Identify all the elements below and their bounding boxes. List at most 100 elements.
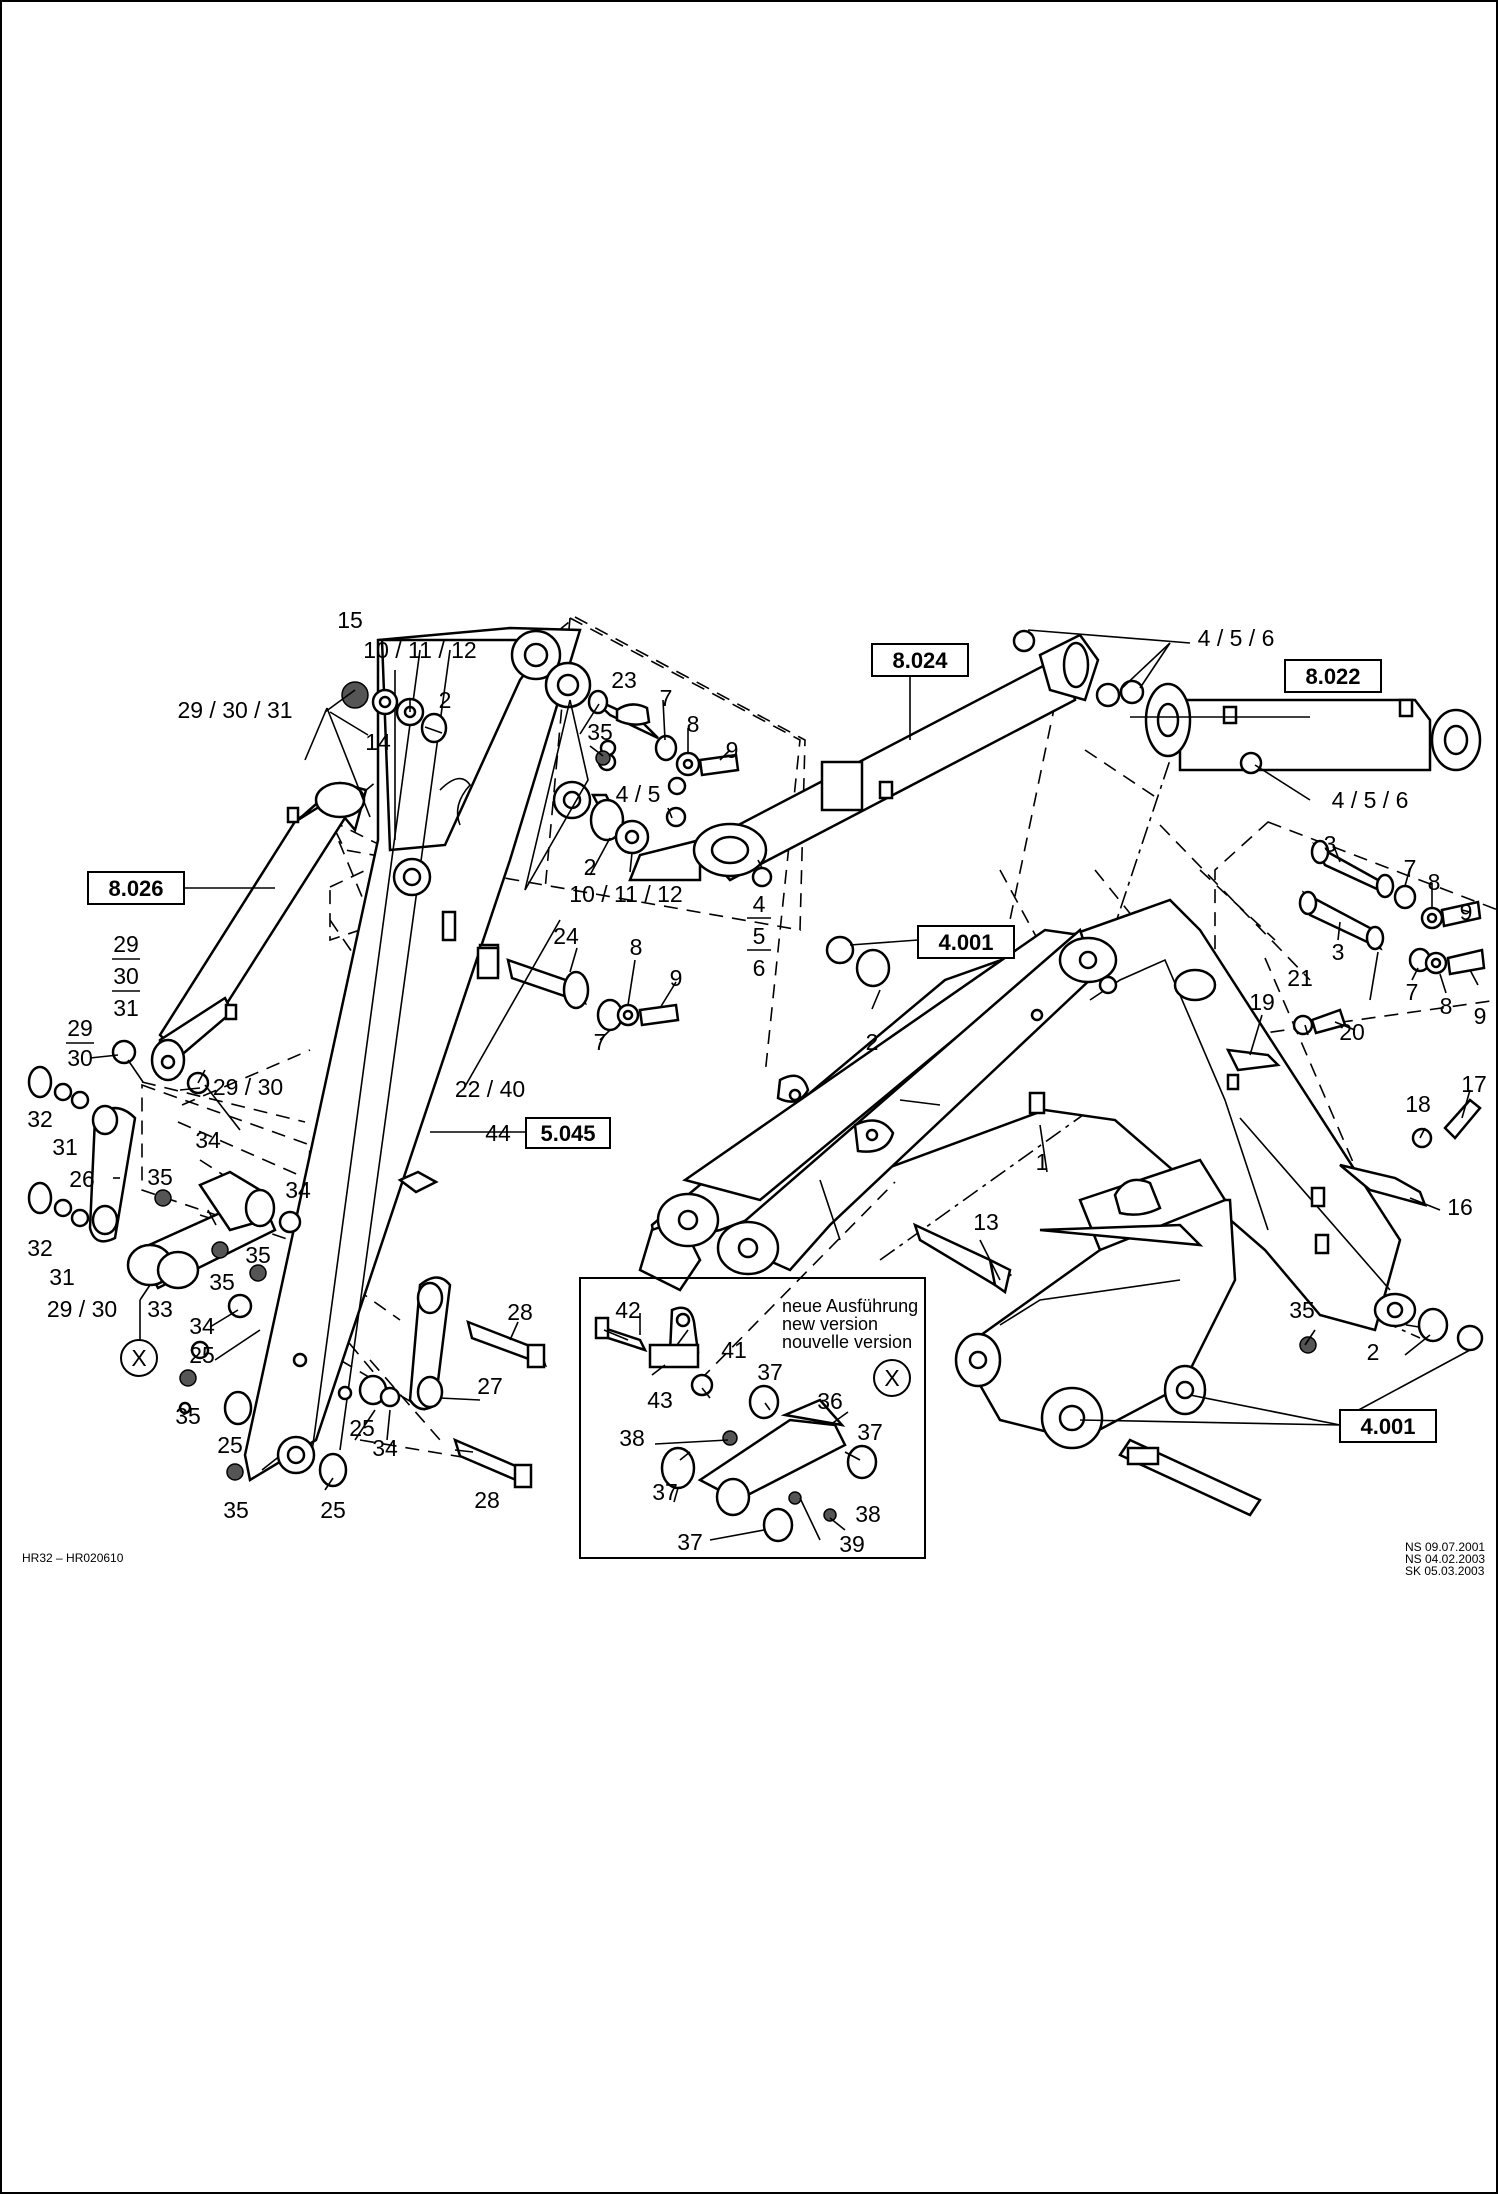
callout-2-foot: 2 [1367,1339,1380,1365]
inset-new-version-parts [594,1306,878,1543]
callout-30-frac-b: 30 [67,1045,93,1071]
callout-6-frac: 6 [753,955,766,981]
callout-28-lower: 28 [474,1487,500,1513]
callout-25-c: 25 [320,1497,346,1523]
arm-bracket-small [441,910,457,942]
washer-4-5-6-top [1012,629,1036,653]
xref-8022[interactable]: 8.022 [1284,659,1382,693]
callout-25-d: 25 [349,1415,375,1441]
callout-2-mid: 2 [584,854,597,880]
swing-bracket [954,1158,1262,1517]
marker-x-inset-label: X [884,1365,899,1391]
callout-29-frac-b: 29 [67,1015,93,1041]
callout-18: 18 [1405,1091,1431,1117]
washer-18 [1411,1127,1433,1149]
callout-35-b: 35 [147,1164,173,1190]
callout-26: 26 [69,1166,95,1192]
callout-34-d: 34 [372,1435,398,1461]
inset-note-french: nouvelle version [782,1332,912,1352]
callout-9-arm: 9 [670,965,683,991]
callout-37-a: 37 [757,1359,783,1385]
callout-8-right-b: 8 [1440,993,1453,1019]
callout-7-top: 7 [660,685,673,711]
callout-35-f: 35 [223,1497,249,1523]
callout-16: 16 [1447,1194,1473,1220]
main-boom [638,898,1417,1332]
callout-37-d: 37 [677,1529,703,1555]
callout-4-frac: 4 [753,891,766,917]
inset-note-german: neue Ausführung [782,1296,918,1316]
callout-8-arm: 8 [630,934,643,960]
callout-3-lower: 3 [1332,939,1345,965]
callout-9-right-a: 9 [1460,899,1473,925]
xref-8024[interactable]: 8.024 [871,643,969,677]
callout-5-frac: 5 [753,923,766,949]
callout-41: 41 [721,1337,747,1363]
callout-2-top: 2 [439,687,452,713]
xref-5045[interactable]: 5.045 [525,1117,611,1149]
washer-4001 [825,935,855,965]
pin-13-head [988,1257,1012,1295]
arm-cylinder-8026 [150,781,368,1082]
callout-39: 39 [839,1531,865,1557]
xref-4001-upper-label: 4.001 [938,930,993,955]
callout-22-40: 22 / 40 [455,1076,525,1102]
callout-7-right-b: 7 [1406,979,1419,1005]
callout-29-frac: 29 [113,931,139,957]
boom-cylinder-8024 [628,633,1100,882]
callout-35-c: 35 [245,1242,271,1268]
callout-44: 44 [485,1120,511,1146]
drawing-id: HR32 – HR020610 [22,1551,124,1565]
marker-x-inset: X [873,1359,911,1397]
callout-4-5: 4 / 5 [616,781,661,807]
callout-17: 17 [1461,1071,1487,1097]
callout-9-top: 9 [726,737,739,763]
callout-9-right-b: 9 [1474,1003,1487,1029]
callout-34-a: 34 [195,1127,221,1153]
revision-2: NS 04.02.2003 [1405,1552,1485,1566]
callout-25-b: 25 [217,1432,243,1458]
callout-20: 20 [1339,1019,1365,1045]
callout-29-30-lower: 29 / 30 [47,1296,117,1322]
callout-35-top: 35 [587,719,613,745]
bushing-2-foot [1417,1307,1449,1343]
callout-36: 36 [817,1388,843,1414]
centerline-top [1089,729,1181,1001]
xref-4001-lower[interactable]: 4.001 [1339,1409,1437,1443]
callout-8-top: 8 [687,711,700,737]
bolt-20 [1310,1008,1347,1035]
callout-8-right-a: 8 [1428,869,1441,895]
callout-32-upper: 32 [27,1106,53,1132]
callout-25-a: 25 [189,1342,215,1368]
callout-35-g: 35 [1289,1297,1315,1323]
callout-33: 33 [147,1296,173,1322]
marker-x-left-label: X [131,1345,146,1371]
xref-8026[interactable]: 8.026 [87,871,185,905]
callout-29-30-31-top: 29 / 30 / 31 [177,697,292,723]
callout-29-30-upper: 29 / 30 [213,1074,283,1100]
xref-8022-label: 8.022 [1305,664,1360,689]
revision-1: NS 09.07.2001 [1405,1540,1485,1554]
bolt-17 [1443,1098,1482,1140]
callout-35-e: 35 [175,1403,201,1429]
callout-38-a: 38 [619,1425,645,1451]
callout-38-b: 38 [855,1501,881,1527]
callout-43: 43 [647,1387,673,1413]
callout-37-c: 37 [652,1479,678,1505]
callout-3-upper: 3 [1324,831,1337,857]
callout-42: 42 [615,1297,641,1323]
small-hardware [27,750,1317,1488]
hose-guide-16 [1339,1163,1428,1207]
callout-32-lower: 32 [27,1235,53,1261]
callout-31-lower: 31 [49,1264,75,1290]
callout-14: 14 [365,729,391,755]
callout-labels: 15 10 / 11 / 12 14 2 29 / 30 / 31 23 7 3… [27,607,1487,1557]
inset-new-version-box [579,1277,926,1559]
arm-clip [397,1170,439,1194]
xref-4001-upper[interactable]: 4.001 [917,925,1015,959]
callout-7-arm: 7 [594,1029,607,1055]
callout-2-boom: 2 [866,1029,879,1055]
hose-clamp-19 [1225,1048,1281,1072]
callout-31-upper: 31 [52,1134,78,1160]
